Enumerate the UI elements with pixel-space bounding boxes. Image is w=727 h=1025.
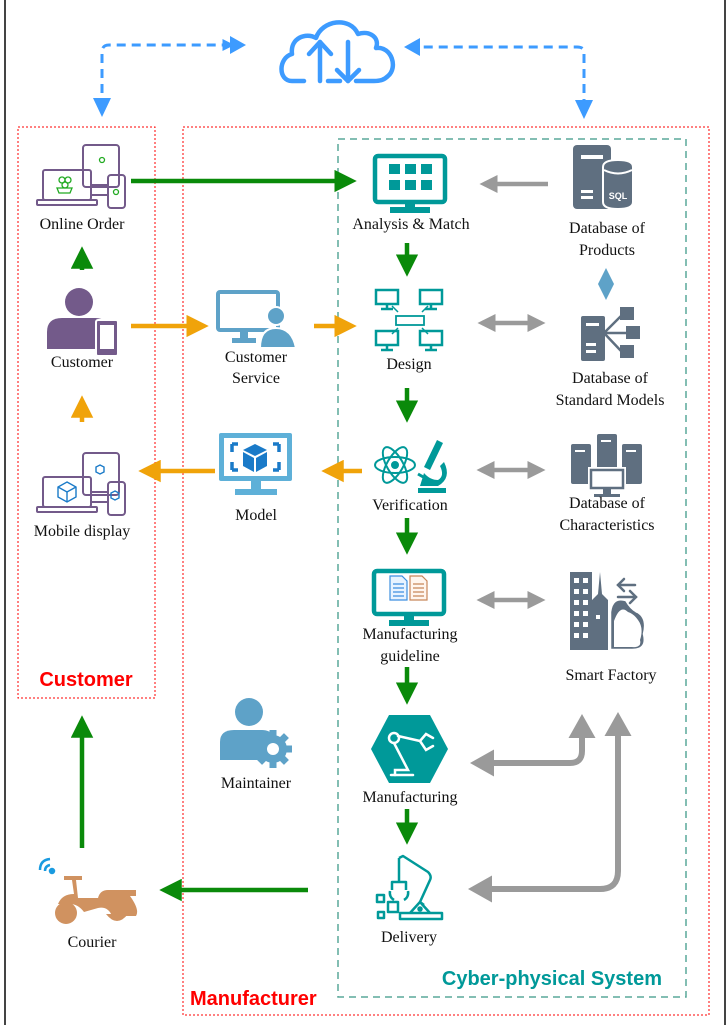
cps-group-label: Cyber-physical System xyxy=(442,968,662,990)
cloud-sync-icon xyxy=(279,20,396,84)
user-gear-icon xyxy=(220,698,292,768)
cloud-link-customer-right-arrow xyxy=(230,36,246,54)
customer-group-label: Customer xyxy=(39,669,133,691)
robot-arm-hexagon-icon xyxy=(371,715,448,783)
shopping-cart-icon xyxy=(56,156,120,196)
sql-badge: SQL xyxy=(609,191,628,201)
delivery-label: Delivery xyxy=(381,929,437,946)
frame-right-border xyxy=(724,0,726,1025)
design-label: Design xyxy=(386,356,431,373)
monitor-cube-icon xyxy=(219,433,292,495)
customer-service-label-line1: Customer xyxy=(225,349,288,366)
cloud-link-customer xyxy=(100,39,235,108)
monitor-documents-icon xyxy=(371,568,447,626)
user-phone-icon xyxy=(47,288,119,357)
manufacturing-guideline-label-line2: guideline xyxy=(380,648,440,665)
cloud-link-cps-left-arrow xyxy=(404,38,420,56)
db-characteristics-label-line2: Characteristics xyxy=(559,517,654,534)
network-icon xyxy=(374,288,444,352)
multi-device-model-icon xyxy=(36,452,126,516)
microscope-icon xyxy=(417,440,447,493)
mobile-display-label: Mobile display xyxy=(34,523,130,540)
cps-group-box xyxy=(337,138,687,998)
cloud-link-customer-down-arrow xyxy=(93,98,111,117)
db-products-label-line1: Database of xyxy=(569,220,646,237)
cube-model-icon xyxy=(57,464,120,503)
smart-factory-label: Smart Factory xyxy=(565,667,656,684)
frame-left-border xyxy=(4,0,6,1025)
building-cloud-icon xyxy=(570,572,647,652)
multi-device-shopping-icon xyxy=(36,144,126,209)
robot-arm-boxes-icon xyxy=(375,854,444,921)
cloud-link-cps-down-arrow xyxy=(575,100,593,119)
manufacturer-group-box xyxy=(182,126,710,1016)
online-order-label: Online Order xyxy=(40,216,126,233)
flow-delivery-smart-factory xyxy=(468,712,632,903)
db-products-label-line2: Products xyxy=(579,242,635,259)
cloud-link-cps xyxy=(420,45,586,108)
monitor-grid-icon xyxy=(372,153,448,213)
customer-label: Customer xyxy=(51,354,114,371)
customer-group-box xyxy=(17,126,156,699)
courier-label: Courier xyxy=(68,934,118,951)
customer-service-label-line2: Service xyxy=(232,370,280,387)
scooter-icon xyxy=(55,876,138,924)
manufacturer-group-label: Manufacturer xyxy=(190,988,317,1010)
servers-monitor-icon xyxy=(571,434,642,497)
monitor-user-icon xyxy=(216,290,298,349)
flow-manufacturing-smart-factory xyxy=(470,714,596,777)
verification-label: Verification xyxy=(372,497,448,514)
model-label: Model xyxy=(235,507,277,524)
analysis-match-label: Analysis & Match xyxy=(352,216,469,233)
db-standard-models-label-line2: Standard Models xyxy=(556,392,665,409)
server-hierarchy-icon xyxy=(581,307,640,361)
manufacturing-label: Manufacturing xyxy=(362,789,457,806)
db-standard-models-label-line1: Database of xyxy=(572,370,649,387)
manufacturing-guideline-label-line1: Manufacturing xyxy=(362,626,457,643)
wifi-signal-icon xyxy=(38,857,56,875)
sql-server-icon: SQL xyxy=(573,145,634,211)
atom-microscope-icon xyxy=(374,446,416,484)
db-characteristics-label-line1: Database of xyxy=(569,495,646,512)
maintainer-label: Maintainer xyxy=(221,775,292,792)
